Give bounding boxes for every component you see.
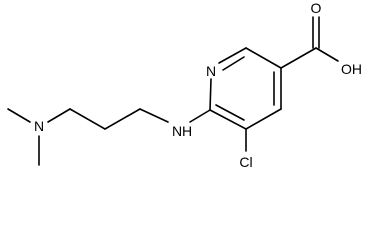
bond-c3-c2 — [209, 109, 247, 130]
bond-ch2-ch2 — [104, 108, 141, 130]
dimethylamino-nitrogen-label: N — [34, 118, 44, 134]
dimethylaminopropylamino-chain — [7, 108, 211, 166]
hydroxyl-label: OH — [341, 61, 362, 77]
bond-n1-c6-inner — [222, 56, 245, 71]
bond-c-oh — [315, 47, 339, 62]
chemical-structure-diagram: N O OH N H N Cl — [7, 0, 362, 170]
bond-ch2-ch2-b — [69, 108, 106, 130]
carboxylic-acid-group — [280, 16, 339, 69]
chlorine-label: Cl — [239, 154, 252, 170]
carbonyl-oxygen-label: O — [311, 0, 322, 16]
pyridine-ring — [209, 47, 282, 130]
amine-nitrogen-label: N — [172, 123, 182, 139]
amine-hydrogen-label: H — [182, 123, 192, 139]
bond-c6-c5 — [245, 47, 282, 69]
bond-c2-nh — [189, 109, 211, 123]
bond-c4-c3 — [245, 108, 282, 130]
bond-n1-c6 — [218, 47, 247, 64]
bond-n-methyl-up — [7, 108, 31, 123]
ring-nitrogen-label: N — [206, 63, 216, 79]
bond-c5-cooh — [280, 47, 317, 69]
bond-nh-ch2 — [139, 108, 169, 123]
bond-ch2-nme2 — [47, 108, 71, 123]
bond-c2-n1 — [209, 78, 212, 111]
bond-c3-c2-inner — [215, 104, 245, 121]
